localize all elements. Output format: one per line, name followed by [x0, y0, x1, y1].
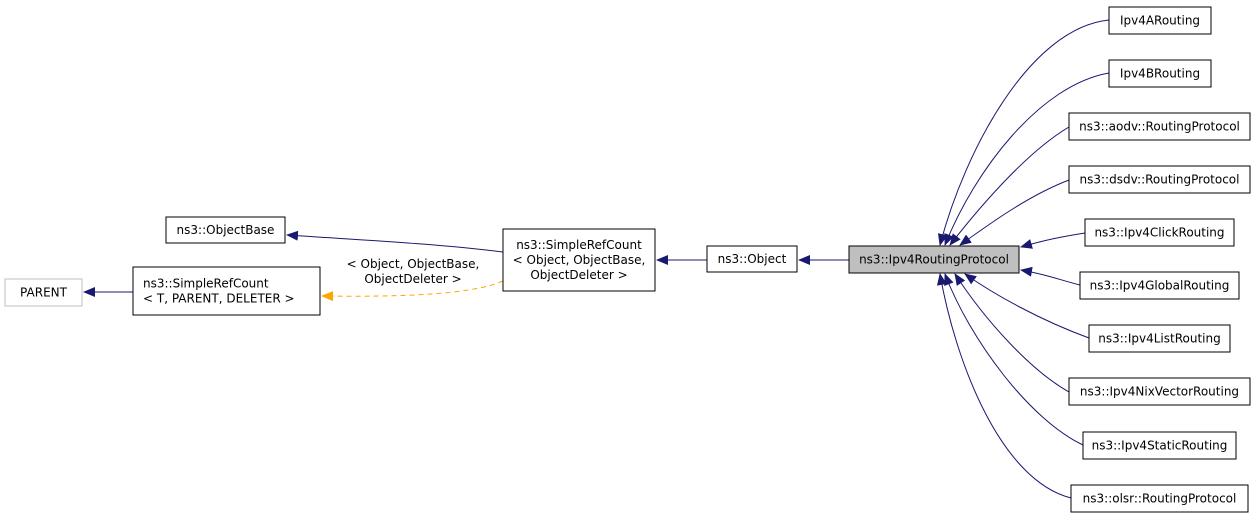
class-node-object[interactable]: ns3::Object	[706, 245, 798, 273]
class-node-label: ns3::dsdv::RoutingProtocol	[1080, 173, 1240, 187]
class-node-ipv4b-routing[interactable]: Ipv4BRouting	[1108, 59, 1212, 88]
class-node-ipv4-click-routing[interactable]: ns3::Ipv4ClickRouting	[1084, 218, 1235, 247]
class-node-label: Ipv4ARouting	[1120, 14, 1200, 28]
class-node-box	[165, 216, 286, 244]
class-node-label: Ipv4BRouting	[1120, 67, 1200, 81]
edge-ipv4a-routing-to-ipv4-routing-protocol	[937, 19, 1110, 246]
class-node-label: ns3::Ipv4ClickRouting	[1094, 226, 1224, 240]
class-node-aodv-routing-protocol[interactable]: ns3::aodv::RoutingProtocol	[1068, 112, 1251, 141]
edge-olsr-routing-protocol-to-ipv4-routing-protocol	[936, 273, 1072, 499]
class-node-box	[1108, 6, 1212, 35]
class-node-box	[1079, 271, 1240, 300]
edge-ipv4b-routing-to-ipv4-routing-protocol	[944, 72, 1110, 246]
class-node-label: ns3::Ipv4StaticRouting	[1092, 439, 1228, 453]
class-node-label: < Object, ObjectBase,	[513, 253, 646, 267]
class-node-box	[1082, 431, 1237, 460]
class-node-ipv4a-routing[interactable]: Ipv4ARouting	[1108, 6, 1212, 35]
class-node-ipv4-nix-vector-routing[interactable]: ns3::Ipv4NixVectorRouting	[1068, 377, 1251, 406]
class-node-box	[1068, 377, 1251, 406]
class-node-label: ns3::Object	[718, 252, 787, 266]
class-node-box	[1084, 218, 1235, 247]
class-node-label: ns3::SimpleRefCount	[143, 277, 269, 291]
class-node-label: ns3::SimpleRefCount	[516, 238, 642, 252]
edge-ipv4-nix-vector-routing-to-ipv4-routing-protocol	[954, 273, 1070, 393]
class-node-box	[706, 245, 798, 273]
edges-layer: < Object, ObjectBase,ObjectDeleter >	[83, 19, 1110, 499]
class-node-object-base[interactable]: ns3::ObjectBase	[165, 216, 286, 244]
edge-ipv4-static-routing-to-ipv4-routing-protocol	[944, 273, 1084, 446]
class-node-dsdv-routing-protocol[interactable]: ns3::dsdv::RoutingProtocol	[1068, 165, 1251, 194]
class-node-label: ns3::Ipv4ListRouting	[1098, 332, 1220, 346]
class-node-ipv4-list-routing[interactable]: ns3::Ipv4ListRouting	[1088, 324, 1231, 353]
class-node-olsr-routing-protocol[interactable]: ns3::olsr::RoutingProtocol	[1070, 484, 1249, 513]
class-node-label: < T, PARENT, DELETER >	[143, 292, 295, 306]
class-node-label: ns3::Ipv4GlobalRouting	[1090, 279, 1230, 293]
edge-template-label: < Object, ObjectBase,ObjectDeleter >	[347, 257, 480, 286]
class-node-label: ns3::ObjectBase	[177, 223, 275, 237]
edge-ipv4-global-routing-to-ipv4-routing-protocol	[1020, 266, 1081, 286]
class-node-simple-ref-count-object[interactable]: ns3::SimpleRefCount< Object, ObjectBase,…	[502, 228, 656, 292]
edge-simple-ref-count-object-to-object-base	[286, 230, 504, 253]
class-node-parent[interactable]: PARENT	[4, 278, 83, 307]
class-node-box	[1068, 165, 1251, 194]
class-node-ipv4-routing-protocol[interactable]: ns3::Ipv4RoutingProtocol	[848, 245, 1020, 274]
class-node-label: ns3::Ipv4NixVectorRouting	[1080, 385, 1239, 399]
class-node-box	[1088, 324, 1231, 353]
edge-aodv-routing-protocol-to-ipv4-routing-protocol	[949, 126, 1070, 246]
class-node-box	[502, 228, 656, 292]
class-node-label: PARENT	[20, 286, 68, 300]
class-node-label: ns3::olsr::RoutingProtocol	[1083, 492, 1237, 506]
edge-ipv4-list-routing-to-ipv4-routing-protocol	[964, 273, 1090, 339]
class-node-box	[4, 278, 83, 307]
class-node-label: ObjectDeleter >	[530, 268, 627, 282]
edge-ipv4-click-routing-to-ipv4-routing-protocol	[1020, 232, 1086, 249]
class-node-box	[1068, 112, 1251, 141]
edge-dsdv-routing-protocol-to-ipv4-routing-protocol	[959, 179, 1070, 246]
edge-label-line: ObjectDeleter >	[364, 272, 461, 286]
class-node-label: ns3::aodv::RoutingProtocol	[1079, 120, 1240, 134]
class-node-label: ns3::Ipv4RoutingProtocol	[859, 253, 1009, 267]
class-node-ipv4-static-routing[interactable]: ns3::Ipv4StaticRouting	[1082, 431, 1237, 460]
class-node-box	[1070, 484, 1249, 513]
class-node-box	[132, 266, 321, 316]
class-node-box	[1108, 59, 1212, 88]
edge-label-line: < Object, ObjectBase,	[347, 257, 480, 271]
class-node-ipv4-global-routing[interactable]: ns3::Ipv4GlobalRouting	[1079, 271, 1240, 300]
class-node-simple-ref-count-template[interactable]: ns3::SimpleRefCount< T, PARENT, DELETER …	[132, 266, 321, 316]
class-node-box	[848, 245, 1020, 274]
edge-simple-ref-count-object-to-simple-ref-count-template	[321, 280, 504, 302]
